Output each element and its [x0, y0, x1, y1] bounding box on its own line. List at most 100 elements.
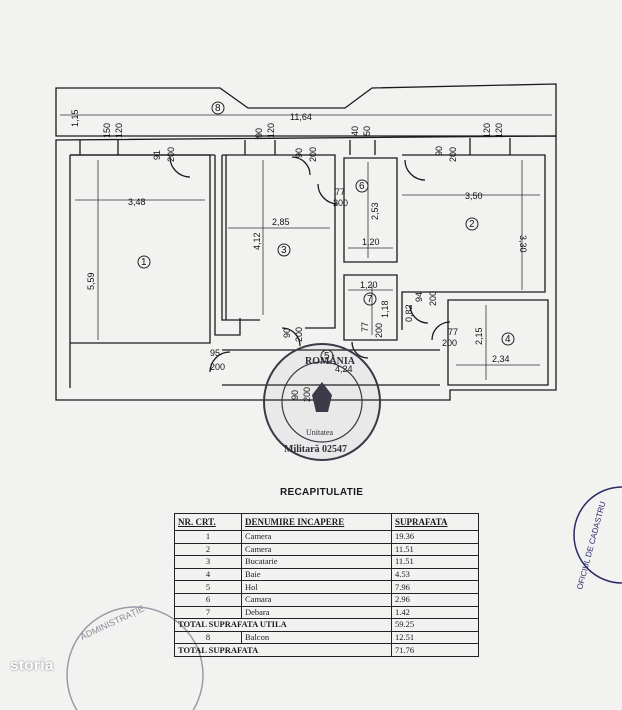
cell-nr: 5 [174, 580, 242, 594]
room-number: 1 [141, 257, 147, 268]
col-header: DENUMIRE INCAPERE [241, 513, 392, 531]
dim-label: 90 [434, 146, 444, 156]
cell-name: Baie [241, 567, 392, 582]
dim-label: 2,85 [272, 217, 290, 227]
cell-name: Camera [241, 542, 392, 557]
dim-label: 0,82 [404, 304, 414, 322]
cell-nr: 4 [174, 567, 242, 582]
cell-nr: 8 [174, 630, 242, 645]
cell-name: Balcon [241, 630, 392, 645]
cell-area: 7.96 [391, 580, 479, 594]
dim-label: 200 [302, 387, 312, 402]
dim-label: 1,20 [360, 280, 378, 290]
room-number: 6 [359, 181, 365, 192]
dim-label: 200 [442, 338, 457, 348]
dim-label: 1,20 [362, 237, 380, 247]
cell-name: Camera [241, 530, 392, 544]
room-number: 8 [215, 103, 221, 114]
dim-label: 50 [362, 126, 372, 136]
cell-name: Debara [241, 605, 392, 620]
dim-label: 77 [448, 327, 458, 337]
table-row: 2 Camera 11.51 [174, 542, 479, 557]
dim-label: 120 [482, 123, 492, 138]
room-number: 2 [469, 219, 475, 230]
dim-label: 94 [414, 292, 424, 302]
cell-area: 2.96 [391, 592, 479, 607]
dim-label: 200 [166, 147, 176, 162]
dim-label: 200 [308, 147, 318, 162]
cell-name: Bucatarie [241, 555, 392, 569]
dim-label: 120 [266, 123, 276, 138]
table-row: 4 Baie 4.53 [174, 567, 479, 582]
cell-nr: 3 [174, 555, 242, 569]
floor-plan: 1 2 3 4 5 6 7 8 11,64 1,15 3,48 5,59 2,8… [55, 83, 557, 402]
room-number: 7 [367, 294, 373, 305]
room-number: 5 [324, 351, 330, 362]
cell-nr: 2 [174, 542, 242, 557]
room-number: 3 [281, 245, 287, 256]
dim-label: 200 [448, 147, 458, 162]
cell-nr: 6 [174, 592, 242, 607]
total-row: TOTAL SUPRAFATA 71.76 [174, 643, 479, 657]
dim-label: 1,15 [70, 109, 80, 127]
room-number: 4 [505, 334, 511, 345]
recap-table: NR. CRT. DENUMIRE INCAPERE SUPRAFATA 1 C… [174, 513, 479, 657]
dim-label: 1,18 [380, 300, 390, 318]
dim-label: 11,64 [290, 112, 312, 122]
dim-label: 4,12 [252, 232, 262, 250]
dim-label: 90 [290, 390, 300, 400]
col-header: SUPRAFATA [391, 513, 479, 531]
cell-name: Hol [241, 580, 392, 594]
stamp-bottom-text: Militară 02547 [284, 444, 347, 455]
cell-area: 12.51 [391, 630, 479, 645]
dim-label: 120 [114, 123, 124, 138]
cadastre-stamp: OFICIUL DE CADASTRU [573, 486, 622, 591]
dim-label: 2,53 [370, 202, 380, 220]
dim-label: 200 [210, 362, 225, 372]
storia-logo[interactable]: storia [10, 657, 54, 674]
cell-area: 4.53 [391, 567, 479, 582]
dim-label: 91 [152, 150, 162, 160]
admin-stamp: ADMINISTRAȚIE [66, 603, 204, 710]
dim-label: 200 [294, 327, 304, 342]
stamp-bottom-left-text: ADMINISTRAȚIE [79, 603, 146, 641]
col-header: NR. CRT. [174, 513, 242, 531]
dim-label: 200 [374, 323, 384, 338]
dim-label: 90 [254, 128, 264, 138]
total-util-value: 59.25 [391, 618, 479, 632]
dim-label: 77 [335, 187, 345, 197]
dim-label: 5,59 [86, 272, 96, 290]
dim-label: 150 [102, 123, 112, 138]
balcony-outline [55, 83, 557, 137]
cell-nr: 7 [174, 605, 242, 620]
table-row: 8 Balcon 12.51 [174, 630, 479, 645]
dim-label: 2,34 [492, 354, 510, 364]
dim-label: 200 [428, 291, 438, 306]
table-row: 7 Debara 1.42 [174, 605, 479, 620]
cell-area: 19.36 [391, 530, 479, 544]
table-row: 5 Hol 7.96 [174, 580, 479, 594]
total-label: TOTAL SUPRAFATA [174, 643, 392, 657]
table-row: 6 Camara 2.96 [174, 592, 479, 607]
dim-label: 95 [210, 348, 220, 358]
cell-name: Camara [241, 592, 392, 607]
dim-label: 3,30 [518, 235, 528, 253]
dim-label: 77 [360, 322, 370, 332]
cell-nr: 1 [174, 530, 242, 544]
total-util-label: TOTAL SUPRAFATA UTILA [174, 618, 392, 632]
stamp-middle-text: Unitatea [306, 428, 334, 437]
dim-label: 200 [333, 198, 348, 208]
table-row: 1 Camera 19.36 [174, 530, 479, 544]
cell-area: 11.51 [391, 555, 479, 569]
outer-wall [55, 135, 557, 401]
stamp-right-text: OFICIUL DE CADASTRU [575, 500, 607, 590]
dim-label: 3,48 [128, 197, 146, 207]
dim-label: 120 [494, 123, 504, 138]
dim-label: 90 [294, 148, 304, 158]
dim-label: 40 [350, 126, 360, 136]
dim-label: 3,50 [465, 191, 483, 201]
cell-area: 11.51 [391, 542, 479, 557]
dim-label: 2,15 [474, 327, 484, 345]
recap-title: RECAPITULATIE [280, 487, 364, 498]
official-stamp: ROMÂNIA Unitatea Militară 02547 [263, 343, 381, 461]
